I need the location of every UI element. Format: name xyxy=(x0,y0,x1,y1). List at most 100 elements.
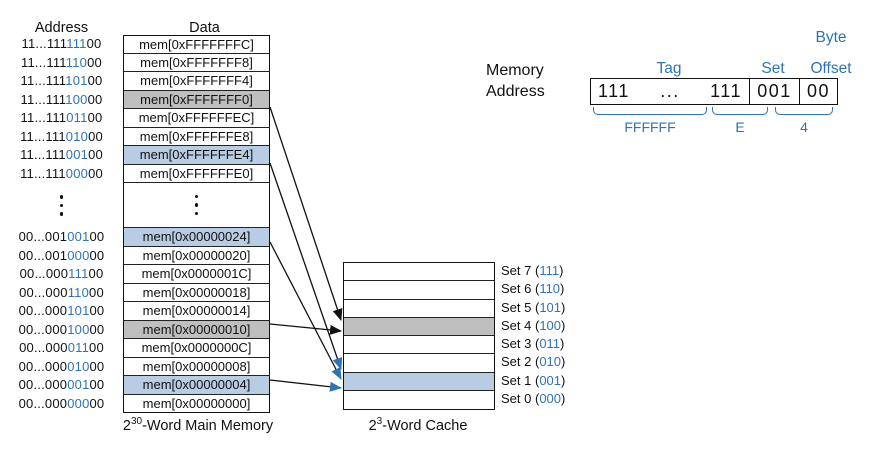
set-name: Set 0 xyxy=(501,391,532,407)
address-tag-bits: 11...111 xyxy=(20,128,66,144)
address-set-bits: 010 xyxy=(67,358,90,374)
cache-set-label: Set 4 (100) xyxy=(501,317,565,335)
memory-address: 00...00011000 xyxy=(8,284,115,303)
memory-address: 11...11111000 xyxy=(8,54,115,73)
address-set-bits: 000 xyxy=(65,165,89,181)
memory-address: 11...11100000 xyxy=(8,165,115,184)
address-offset-bits: 00 xyxy=(88,165,103,181)
address-tag-bits: 11...111 xyxy=(20,91,66,107)
cache-set-label: Set 6 (110) xyxy=(501,280,565,298)
memory-data-cell: mem[0xFFFFFFE0] xyxy=(123,164,270,183)
address-offset-bits: 00 xyxy=(89,358,105,374)
set-bits: 110 xyxy=(539,281,561,297)
memory-data-cell: mem[0x00000014] xyxy=(123,302,270,321)
address-tag-bits: 00...000 xyxy=(18,395,68,411)
memory-data-cell: mem[0x00000010] xyxy=(123,320,270,339)
memory-data-cell: mem[0xFFFFFFE4] xyxy=(123,146,270,165)
cache-set-label: Set 2 (010) xyxy=(501,353,565,371)
address-tag-bits: 00...001 xyxy=(18,247,68,263)
tag-field-value: 111 ... 111 xyxy=(591,79,749,104)
ellipsis-dot xyxy=(194,211,199,216)
set-paren-open: ( xyxy=(531,281,540,297)
address-tag-bits: 00...000 xyxy=(18,303,68,318)
address-offset-bits: 00 xyxy=(89,395,105,411)
set-field-value: 001 xyxy=(749,79,799,104)
address-set-bits: 010 xyxy=(65,128,89,144)
memory-row: 00...00011000 mem[0x00000018] xyxy=(8,283,270,303)
caption-base: 2 xyxy=(122,417,131,434)
memory-address: 00...00010000 xyxy=(8,321,115,340)
memory-address-label-line2: Address xyxy=(486,83,545,100)
cache-caption: 23-Word Cache xyxy=(343,416,493,434)
memory-address: 11...11101100 xyxy=(8,109,115,128)
tag-hex-bracket xyxy=(593,107,707,115)
address-tag-bits: 00...000 xyxy=(19,340,68,355)
address-offset-bits: 00 xyxy=(89,321,105,337)
cache-set-label: Set 7 (111) xyxy=(501,262,565,280)
set-name: Set 2 xyxy=(501,354,532,370)
memory-data-cell: mem[0x00000018] xyxy=(123,283,270,302)
set-paren-open: ( xyxy=(531,263,540,278)
arrow-00000024-to-set1 xyxy=(269,241,342,380)
data-ellipsis xyxy=(123,183,270,228)
cache-set-label: Set 5 (101) xyxy=(501,299,565,317)
address-tag-bits: 11...111 xyxy=(20,110,67,125)
set-bits: 001 xyxy=(539,372,562,388)
memory-data-cell: mem[0xFFFFFFF4] xyxy=(123,72,270,91)
memory-address: 00...00100000 xyxy=(8,247,115,266)
address-tag-bits: 00...000 xyxy=(18,377,68,392)
address-tag-bits: 11...111 xyxy=(20,73,66,88)
address-tag-bits: 00...000 xyxy=(19,266,69,281)
offset-field-label: Offset xyxy=(810,60,852,77)
memory-data-cell: mem[0x00000000] xyxy=(123,394,270,413)
byte-field-label: Byte xyxy=(815,29,847,46)
cache-set-label: Set 3 (011) xyxy=(501,335,565,353)
cache-set-row xyxy=(344,354,494,373)
memory-address: 00...00100100 xyxy=(8,228,115,247)
memory-address: 11...11111100 xyxy=(8,35,115,54)
address-offset-bits: 00 xyxy=(89,340,104,355)
memory-data-cell: mem[0x00000004] xyxy=(123,376,270,395)
cache-set-row xyxy=(344,391,494,410)
set-paren-close: ) xyxy=(559,263,564,278)
memory-address: 11...11110100 xyxy=(8,72,115,91)
set-bits: 000 xyxy=(539,391,562,407)
address-set-bits: 110 xyxy=(65,54,88,70)
memory-data-cell: mem[0xFFFFFFFC] xyxy=(123,35,270,54)
set-bits: 100 xyxy=(539,317,562,333)
address-set-bits: 101 xyxy=(65,73,88,88)
ellipsis-dot xyxy=(59,212,64,216)
set-paren-open: ( xyxy=(531,391,540,407)
data-column-header: Data xyxy=(189,20,220,36)
set-name: Set 3 xyxy=(501,336,532,352)
set-paren-close: ) xyxy=(560,336,565,352)
arrow-00000004-to-set1 xyxy=(269,379,342,392)
cache-set-row xyxy=(344,263,494,282)
memory-data-cell: mem[0xFFFFFFF8] xyxy=(123,53,270,72)
address-offset-bits: 00 xyxy=(87,91,103,107)
memory-data-cell: mem[0xFFFFFFF0] xyxy=(123,90,270,109)
address-tag-bits: 00...000 xyxy=(18,358,68,374)
memory-address: 00...00001100 xyxy=(8,339,115,358)
set-paren-open: ( xyxy=(531,354,540,370)
set-paren-close: ) xyxy=(561,391,566,407)
address-offset-bits: 00 xyxy=(87,54,102,70)
address-set-bits: 011 xyxy=(67,340,90,355)
tag-bits-left: 111 xyxy=(598,81,630,101)
caption-base: 2 xyxy=(368,417,377,434)
ellipsis-dot xyxy=(194,203,199,207)
set-name: Set 6 xyxy=(501,281,532,297)
set-paren-close: ) xyxy=(560,281,565,297)
address-offset-bits: 00 xyxy=(89,284,104,300)
address-offset-bits: 00 xyxy=(87,110,103,125)
cache-set-row xyxy=(344,281,494,300)
offset-field-value: 00 xyxy=(799,79,837,104)
memory-address: 00...00010100 xyxy=(8,302,115,321)
